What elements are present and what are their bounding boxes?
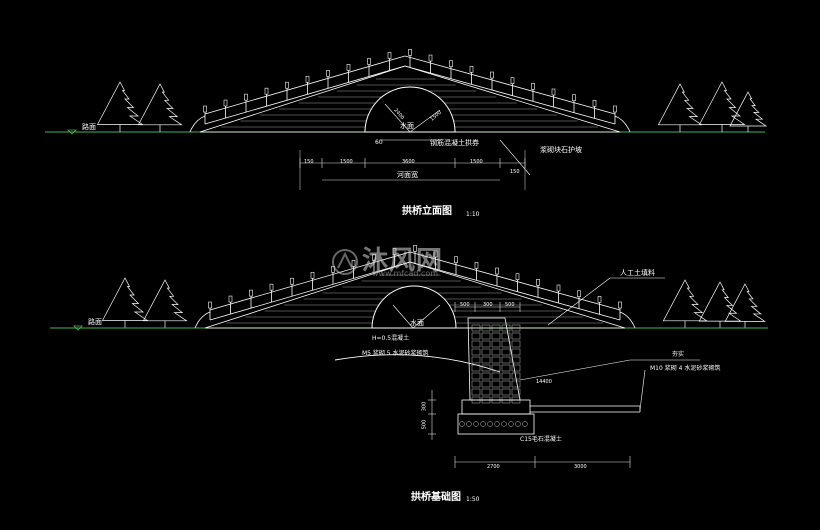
water-label-2: 水面 (410, 319, 424, 327)
arch-opening-2 (371, 285, 457, 329)
note-mortar: M5 浆砌 5 水泥砂浆砌筑 (362, 350, 429, 357)
dim-1: 150 (304, 159, 314, 165)
railing-bottom (204, 65, 616, 125)
dim-top-1: 500 (460, 302, 470, 308)
watermark-url: www.mfcad.com (372, 269, 439, 278)
railing-top (204, 55, 616, 115)
dim-bottom-2: 3000 (574, 464, 587, 470)
dim-total-label: 河面宽 (397, 171, 418, 179)
road-label-2: 路面 (88, 318, 102, 326)
water-label: 水面 (400, 122, 414, 130)
dim-4: 1500 (470, 159, 483, 165)
small-dim: 60 (375, 139, 383, 146)
dim-top-2: 300 (483, 302, 493, 308)
note-backfill: 夯实 (672, 351, 685, 358)
width-label: 14400 (536, 379, 552, 385)
note-stone: C15毛石混凝土 (520, 436, 562, 443)
road-label: 路面 (82, 123, 96, 131)
watermark-logo (332, 249, 358, 275)
watermark: 沐风网 (330, 240, 443, 277)
note-gravel: M10 浆砌 4 水泥砂浆砌筑 (650, 365, 721, 372)
arch-opening (364, 86, 456, 133)
dim-side-2: 500 (421, 419, 428, 430)
dim-2: 1500 (340, 159, 353, 165)
dim-side-1: 300 (421, 401, 428, 412)
dim-5: 150 (510, 169, 520, 175)
foundation-title: 拱桥基础图 (411, 492, 461, 503)
foundation-view (50, 245, 768, 468)
footing-base (457, 413, 535, 435)
trees (96, 81, 768, 328)
note-fill: 人工土填料 (620, 269, 655, 277)
dim-bottom-1: 2700 (487, 464, 500, 470)
dim-3: 3600 (402, 159, 415, 165)
elevation-scale: 1:10 (466, 211, 480, 218)
elevation-title: 拱桥立面图 (402, 206, 452, 217)
foundation-scale: 1:50 (466, 496, 480, 503)
dim-top-3: 500 (505, 302, 515, 308)
note-level: H=0.5混凝土 (372, 335, 410, 342)
note-foundation: 浆砌块石护坡 (540, 146, 582, 154)
watermark-text: 沐风网 (362, 246, 444, 276)
railing-posts (203, 49, 617, 124)
elevation-view (45, 49, 765, 190)
note-arch: 钢筋混凝土拱券 (430, 139, 479, 147)
